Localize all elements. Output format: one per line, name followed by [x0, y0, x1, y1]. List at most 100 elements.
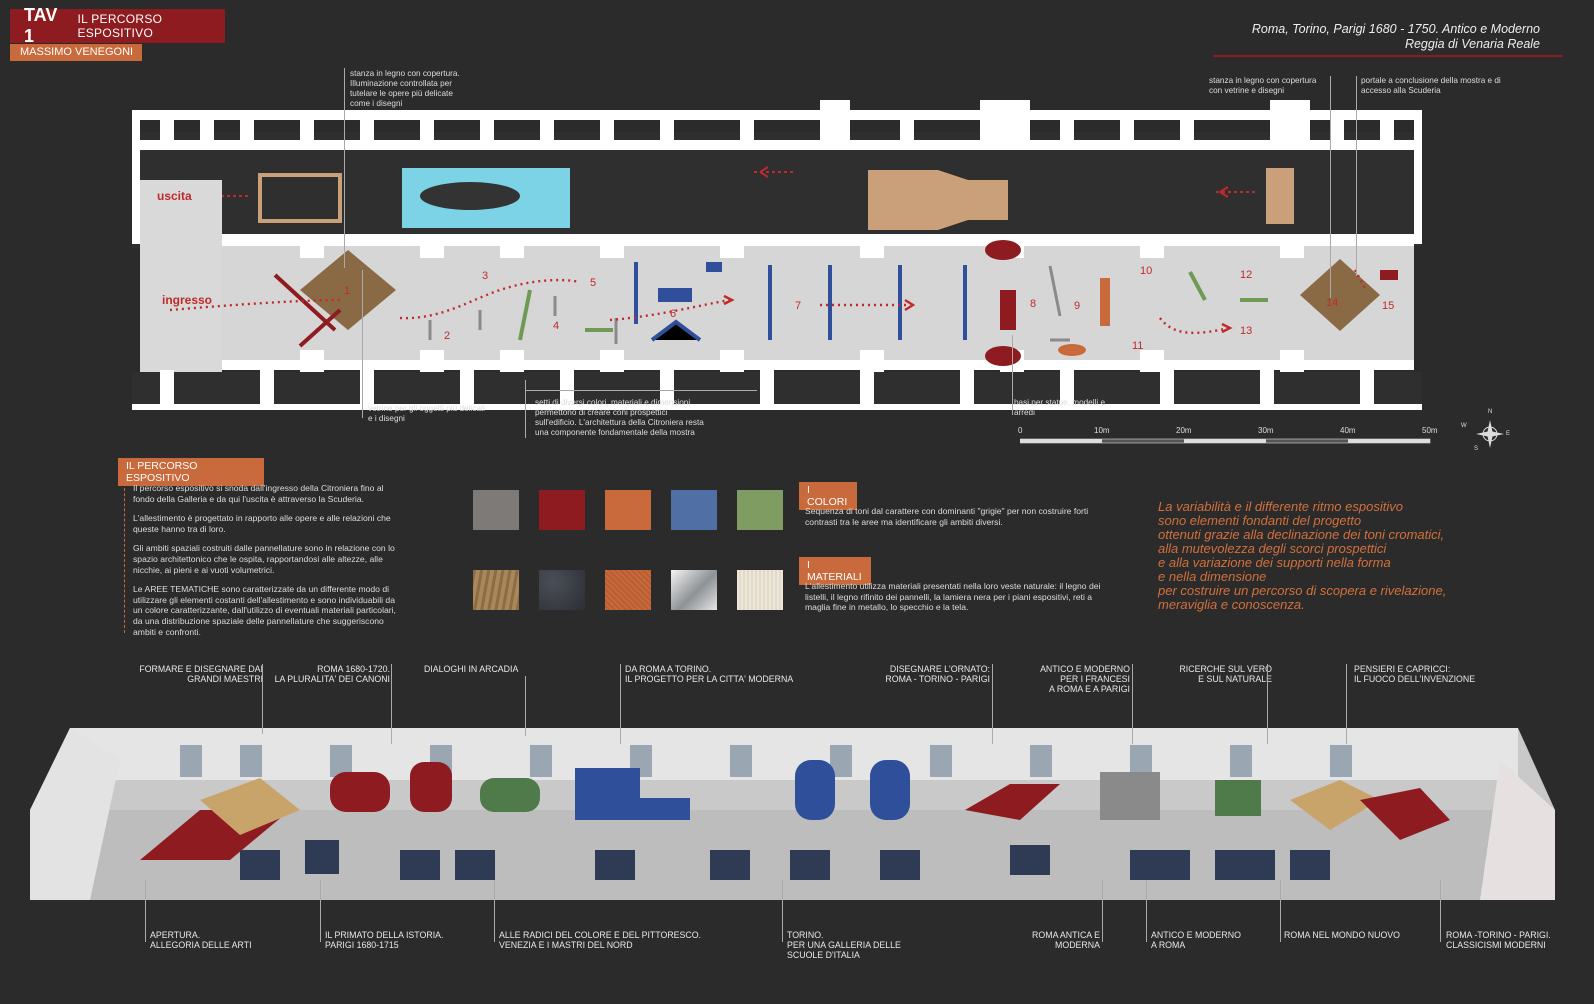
percorso-paragraph-4: Le AREE TEMATICHE sono caratterizzate da…	[133, 584, 396, 637]
exhibition-panels	[140, 760, 1450, 860]
back-windows	[180, 745, 1352, 777]
scale-label-10: 10m	[1094, 426, 1110, 435]
quote-line-5: e alla variazione dei supporti nella for…	[1158, 555, 1391, 570]
colori-heading: I COLORI	[799, 482, 857, 510]
swatch-grey	[473, 490, 519, 530]
swatch-green	[737, 490, 783, 530]
compass-w: W	[1461, 423, 1467, 429]
compass-n: N	[1488, 409, 1493, 415]
quote-line-4: alla mutevolezza degli scorci prospettic…	[1158, 541, 1387, 556]
room-number-7: 7	[795, 300, 802, 312]
axonometric-view	[30, 728, 1555, 900]
room-number-14: 14	[1326, 297, 1339, 309]
scale-label-20: 20m	[1176, 426, 1192, 435]
section-bottom-6-line1: ANTICO E MODERNO	[1151, 930, 1241, 940]
section-bottom-4-line3: SCUOLE D'ITALIA	[787, 950, 860, 960]
room-14-wood	[1300, 259, 1380, 331]
section-bottom-7-line1: ROMA NEL MONDO NUOVO	[1284, 930, 1401, 940]
percorso-paragraph-1: Il percorso espositivo si snoda dall'ing…	[133, 483, 384, 504]
room-number-2: 2	[444, 330, 451, 342]
room-number-15: 15	[1382, 300, 1395, 312]
note-portal: portale a conclusione della mostra e di …	[1361, 76, 1501, 95]
section-label-top-4: DA ROMA A TORINO. IL PROGETTO PER LA CIT…	[625, 664, 815, 684]
section-top-1-line2: GRANDI MAESTRI	[187, 674, 263, 684]
project-title: Roma, Torino, Parigi 1680 - 1750. Antico…	[1252, 22, 1540, 52]
section-top-7-line1: RICERCHE SUL VERO	[1179, 664, 1272, 674]
section-bottom-8-line2: CLASSICISMI MODERNI	[1446, 940, 1546, 950]
gallery-floor	[222, 244, 1414, 362]
leader-bottom-7	[1280, 880, 1281, 942]
floor-plan	[132, 100, 1422, 410]
leader-bottom-8	[1440, 880, 1441, 942]
leader-top-3	[525, 676, 526, 736]
swatch-blue	[671, 490, 717, 530]
leader-bottom-4	[782, 880, 783, 942]
leader-top-6	[1132, 664, 1133, 744]
compass-s: S	[1474, 446, 1479, 452]
leader-bases	[1012, 335, 1013, 415]
quote-line-8: meraviglia e conoscenza.	[1158, 597, 1305, 612]
section-label-top-1: FORMARE E DISEGNARE DAI GRANDI MAESTRI	[138, 664, 263, 684]
section-bottom-1-line2: ALLEGORIA DELLE ARTI	[150, 940, 252, 950]
exit-label: uscita	[157, 189, 192, 203]
swatch-canvas	[737, 570, 783, 610]
swatch-black-sheet	[539, 570, 585, 610]
scale-label-40: 40m	[1340, 426, 1356, 435]
leader-panels	[525, 380, 526, 438]
section-label-top-5: DISEGNARE L'ORNATO: ROMA - TORINO - PARI…	[880, 664, 990, 684]
project-title-line1: Roma, Torino, Parigi 1680 - 1750. Antico…	[1251, 22, 1540, 36]
section-top-6-line1: ANTICO E MODERNO	[1040, 664, 1130, 674]
materiali-heading: I MATERIALI	[799, 557, 871, 585]
section-top-5-line1: DISEGNARE L'ORNATO:	[889, 664, 990, 674]
note-wood-room: stanza in legno con copertura. Illuminaz…	[350, 69, 460, 108]
leader-top-7	[1267, 664, 1268, 744]
swatch-mirror	[671, 570, 717, 610]
section-top-5-line2: ROMA - TORINO - PARIGI	[885, 674, 990, 684]
room-1-wood	[300, 250, 396, 330]
leader-bottom-5	[1102, 880, 1103, 942]
note-bases: basi per statue, modelli e arredi	[1014, 398, 1106, 417]
blue-panels	[634, 262, 967, 342]
section-bottom-5-line1: ROMA ANTICA E MODERNA	[1032, 930, 1100, 950]
section-label-bottom-6: ANTICO E MODERNO A ROMA	[1151, 930, 1271, 950]
percorso-paragraph-3: Gli ambiti spaziali costruiti dalle pann…	[133, 543, 395, 575]
section-label-top-3: DIALOGHI IN ARCADIA	[424, 664, 534, 674]
section-label-top-6: ANTICO E MODERNO PER I FRANCESI A ROMA E…	[1030, 664, 1130, 694]
tav-number: TAV 1	[24, 5, 58, 46]
author-label: MASSIMO VENEGONI	[10, 44, 142, 61]
project-title-line2: Reggia di Venaria Reale	[1404, 37, 1540, 51]
section-label-bottom-5: ROMA ANTICA E MODERNA	[985, 930, 1100, 950]
scale-bar	[1020, 438, 1431, 444]
scale-label-50: 50m	[1422, 426, 1438, 435]
leader-portal	[1356, 76, 1357, 276]
room-number-6: 6	[670, 308, 677, 320]
room-number-11: 11	[1132, 340, 1144, 352]
section-bottom-4-line2: PER UNA GALLERIA DELLE	[787, 940, 901, 950]
quote-line-1: La variabilità e il differente ritmo esp…	[1158, 499, 1403, 514]
leader-bottom-2	[320, 880, 321, 942]
section-label-bottom-4: TORINO. PER UNA GALLERIA DELLE SCUOLE D'…	[787, 930, 927, 960]
section-bottom-6-line2: A ROMA	[1151, 940, 1186, 950]
room-number-10: 10	[1140, 265, 1153, 277]
section-bottom-3-line1: ALLE RADICI DEL COLORE E DEL PITTORESCO.	[499, 930, 702, 940]
color-swatches	[473, 490, 783, 530]
section-top-4-line1: DA ROMA A TORINO.	[625, 664, 712, 674]
section-top-7-line2: E SUL NATURALE	[1198, 674, 1272, 684]
section-bottom-1-line1: APERTURA.	[150, 930, 201, 940]
section-bottom-2-line2: PARIGI 1680-1715	[325, 940, 399, 950]
upper-wood-room	[868, 170, 1008, 230]
section-top-2-line1: ROMA 1680-1720.	[317, 664, 390, 674]
section-top-4-line2: IL PROGETTO PER LA CITTA' MODERNA	[625, 674, 794, 684]
section-top-6-line3: A ROMA E A PARIGI	[1049, 684, 1130, 694]
header-rule	[1213, 55, 1563, 57]
note-panels: setti di diversi colori, materiali e dim…	[535, 398, 704, 437]
room-number-5: 5	[590, 277, 597, 289]
section-top-6-line2: PER I FRANCESI	[1060, 674, 1130, 684]
percorso-paragraph-2: L'allestimento è progettato in rapporto …	[133, 513, 391, 534]
room-number-8: 8	[1030, 298, 1037, 310]
section-top-2-line2: LA PLURALITA' DEI CANONI	[274, 674, 390, 684]
room-number-1: 1	[344, 285, 351, 297]
section-label-bottom-7: ROMA NEL MONDO NUOVO	[1284, 930, 1414, 940]
swatch-red	[539, 490, 585, 530]
swatch-wood	[473, 570, 519, 610]
